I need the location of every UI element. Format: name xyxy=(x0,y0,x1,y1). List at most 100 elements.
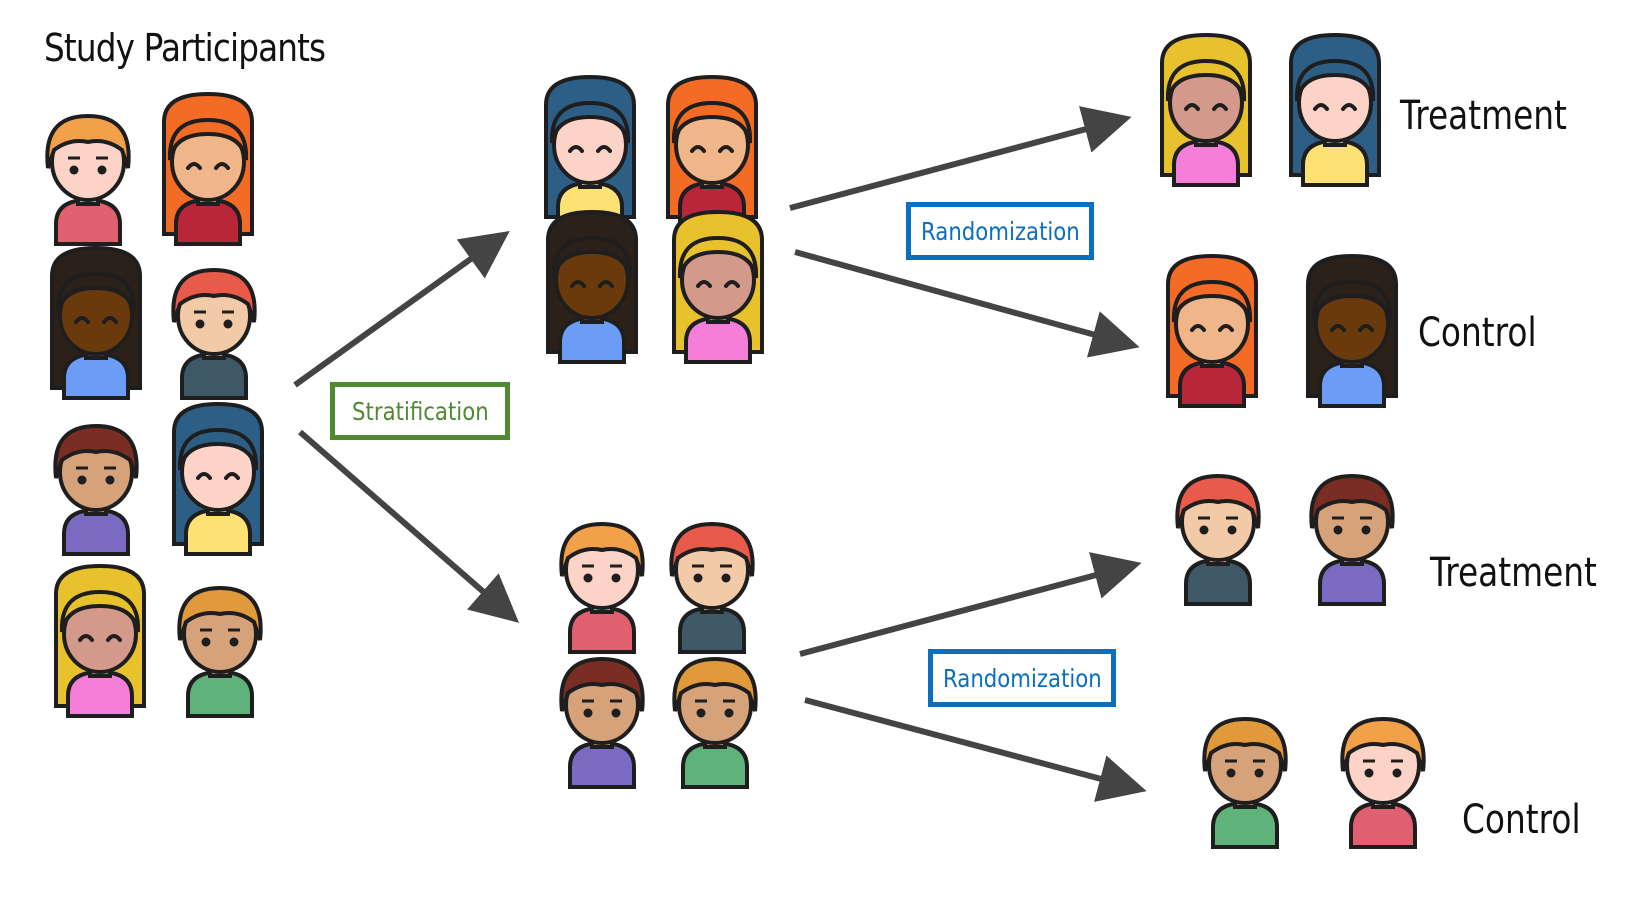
eye-right xyxy=(596,145,612,153)
randomization-label-bottom: Randomization xyxy=(942,663,1102,693)
stratification-box: Stratification xyxy=(330,382,510,440)
shirt xyxy=(66,669,134,718)
randomization-box-top: Randomization xyxy=(906,202,1094,260)
hair-short xyxy=(45,113,131,169)
eye-left xyxy=(186,162,202,170)
treatment-label-female: Treatment xyxy=(1400,93,1567,139)
shirt xyxy=(678,605,746,654)
eye-left xyxy=(1199,525,1209,535)
hair-short xyxy=(1175,473,1261,529)
shirt xyxy=(54,197,122,246)
eye-right xyxy=(224,472,240,480)
eye-right xyxy=(1341,103,1357,111)
hair-front xyxy=(1311,279,1393,323)
shirt xyxy=(1178,359,1246,408)
arrow-to-treatment-male xyxy=(799,552,1142,657)
hair-short xyxy=(559,656,645,712)
eye-right xyxy=(1218,324,1234,332)
eye-right xyxy=(97,165,107,175)
eye-left xyxy=(693,573,703,583)
eye-left xyxy=(1226,768,1236,778)
treatment-label-male: Treatment xyxy=(1430,550,1597,596)
eye-right xyxy=(724,708,734,718)
hair-front xyxy=(59,589,141,633)
eye-left xyxy=(568,145,584,153)
eye-left xyxy=(583,573,593,583)
eye-left xyxy=(696,708,706,718)
eye-right xyxy=(1361,525,1371,535)
eye-right xyxy=(105,475,115,485)
eye-right xyxy=(1212,103,1228,111)
arrow-to-treatment-female xyxy=(789,106,1132,211)
hair-short xyxy=(171,267,257,323)
person-avatar-stratum-male-4 xyxy=(672,656,758,789)
eye-right xyxy=(1358,324,1374,332)
person-avatar-stratum-female-4 xyxy=(672,209,764,364)
shirt xyxy=(568,740,636,789)
control-label-male: Control xyxy=(1462,797,1581,843)
eye-right xyxy=(223,319,233,329)
shirt xyxy=(1301,138,1369,187)
person-avatar-participants-3 xyxy=(50,245,142,400)
shirt xyxy=(568,605,636,654)
eye-left xyxy=(1330,324,1346,332)
person-avatar-treatment-male-2 xyxy=(1309,473,1395,606)
eye-right xyxy=(718,145,734,153)
shirt xyxy=(558,315,626,364)
eye-left xyxy=(696,280,712,288)
hair-short xyxy=(53,423,139,479)
person-avatar-participants-8 xyxy=(177,585,263,718)
shirt xyxy=(180,351,248,400)
person-avatar-control-female-1 xyxy=(1166,253,1258,408)
shirt xyxy=(62,351,130,400)
shirt xyxy=(1318,557,1386,606)
arrow-to-control-female xyxy=(794,249,1140,358)
shirt xyxy=(184,507,252,556)
eye-right xyxy=(724,280,740,288)
shirt xyxy=(186,669,254,718)
hair-front xyxy=(549,100,631,144)
person-avatar-participants-1 xyxy=(45,113,131,246)
shirt xyxy=(1211,800,1279,849)
control-label-female: Control xyxy=(1418,310,1537,356)
hair-short xyxy=(1202,716,1288,772)
randomization-box-bottom: Randomization xyxy=(928,649,1116,707)
person-avatar-participants-2 xyxy=(162,91,254,246)
person-avatar-stratum-female-1 xyxy=(544,74,636,229)
arrow-to-control-male xyxy=(804,697,1147,802)
eye-right xyxy=(611,708,621,718)
eye-left xyxy=(201,637,211,647)
hair-short xyxy=(177,585,263,641)
stratification-label: Stratification xyxy=(351,396,489,426)
person-avatar-participants-6 xyxy=(172,401,264,556)
hair-short xyxy=(1309,473,1395,529)
hair-front xyxy=(1171,279,1253,323)
eye-left xyxy=(77,475,87,485)
eye-left xyxy=(78,634,94,642)
hair-front xyxy=(671,100,753,144)
person-avatar-treatment-female-1 xyxy=(1160,32,1252,187)
eye-left xyxy=(1184,103,1200,111)
eye-left xyxy=(74,316,90,324)
eye-left xyxy=(195,319,205,329)
person-avatar-stratum-male-2 xyxy=(669,521,755,654)
eye-right xyxy=(214,162,230,170)
person-avatar-stratum-male-1 xyxy=(559,521,645,654)
hair-short xyxy=(669,521,755,577)
eye-right xyxy=(1392,768,1402,778)
eye-right xyxy=(229,637,239,647)
hair-front xyxy=(177,427,259,471)
eye-right xyxy=(598,280,614,288)
people xyxy=(45,32,1426,849)
person-avatar-participants-7 xyxy=(54,563,146,718)
eye-right xyxy=(611,573,621,583)
hair-front xyxy=(677,235,759,279)
person-avatar-stratum-female-2 xyxy=(666,74,758,229)
hair-short xyxy=(1340,716,1426,772)
hair-short xyxy=(672,656,758,712)
eye-left xyxy=(1364,768,1374,778)
hair-front xyxy=(1294,58,1376,102)
shirt xyxy=(62,507,130,556)
person-avatar-participants-4 xyxy=(171,267,257,400)
